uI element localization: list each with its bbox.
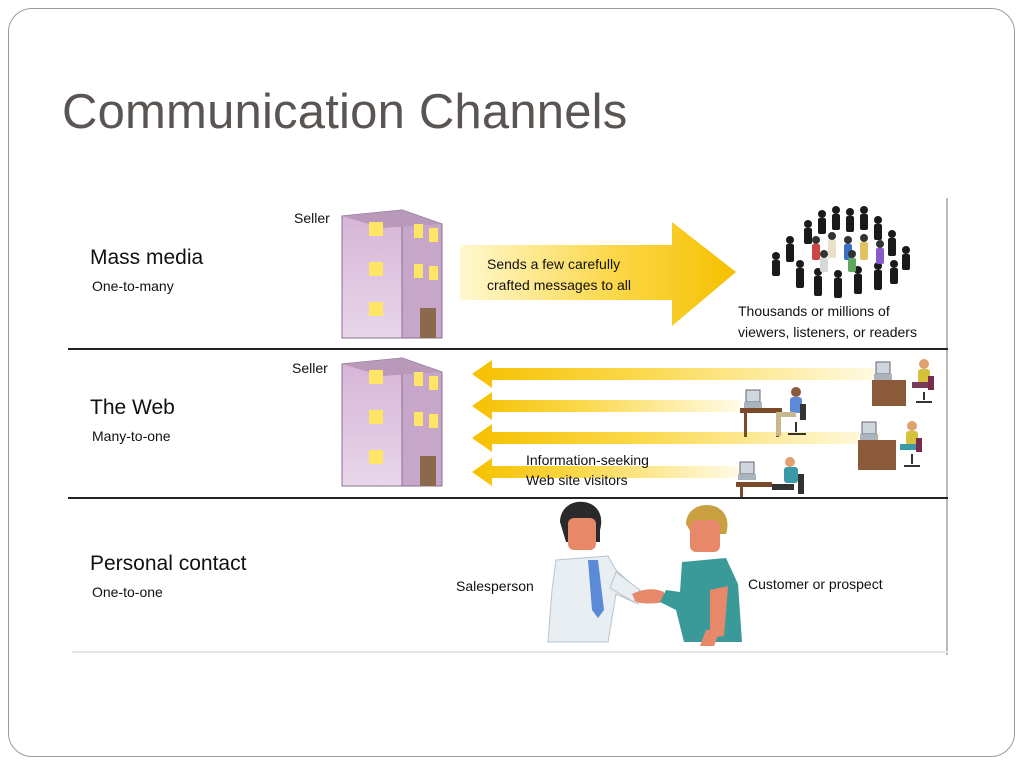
row-subtitle-personal-contact: One-to-one bbox=[92, 584, 163, 600]
audience-label-line-1: Thousands or millions of bbox=[738, 303, 890, 319]
message-line-2: crafted messages to all bbox=[487, 277, 631, 293]
communication-diagram: Mass media One-to-many Seller Sends a fe… bbox=[60, 190, 960, 660]
audience-label-line-2: viewers, listeners, or readers bbox=[738, 324, 917, 340]
broadcast-arrow bbox=[460, 222, 736, 326]
handshake-icon bbox=[547, 501, 742, 646]
inbound-arrow bbox=[472, 392, 740, 420]
salesperson-label: Salesperson bbox=[456, 578, 534, 594]
computer-user-icon bbox=[858, 421, 922, 470]
customer-figure bbox=[660, 504, 742, 646]
salesperson-figure bbox=[547, 501, 643, 643]
building-icon bbox=[341, 209, 443, 339]
inbound-arrow bbox=[472, 360, 880, 388]
diagram-svg bbox=[68, 198, 948, 655]
crowd-icon bbox=[772, 206, 910, 298]
row-title-mass-media: Mass media bbox=[90, 246, 204, 269]
computer-user-icon bbox=[736, 457, 804, 497]
seller-label: Seller bbox=[294, 210, 330, 226]
visitors-label-line-1: Information-seeking bbox=[526, 452, 649, 468]
computer-user-icon bbox=[872, 359, 934, 406]
inbound-arrow bbox=[472, 424, 880, 452]
message-line-1: Sends a few carefully bbox=[487, 256, 621, 272]
visitors-label-line-2: Web site visitors bbox=[526, 472, 628, 488]
customer-label: Customer or prospect bbox=[748, 576, 883, 592]
seller-label: Seller bbox=[292, 360, 328, 376]
row-subtitle-mass-media: One-to-many bbox=[92, 278, 174, 294]
slide-title: Communication Channels bbox=[62, 85, 628, 139]
computer-user-icon bbox=[740, 387, 806, 437]
building-icon bbox=[341, 357, 443, 487]
inbound-arrow bbox=[472, 458, 740, 486]
slide-frame bbox=[8, 8, 1015, 757]
row-title-the-web: The Web bbox=[90, 396, 175, 419]
row-subtitle-the-web: Many-to-one bbox=[92, 428, 171, 444]
row-title-personal-contact: Personal contact bbox=[90, 552, 247, 575]
